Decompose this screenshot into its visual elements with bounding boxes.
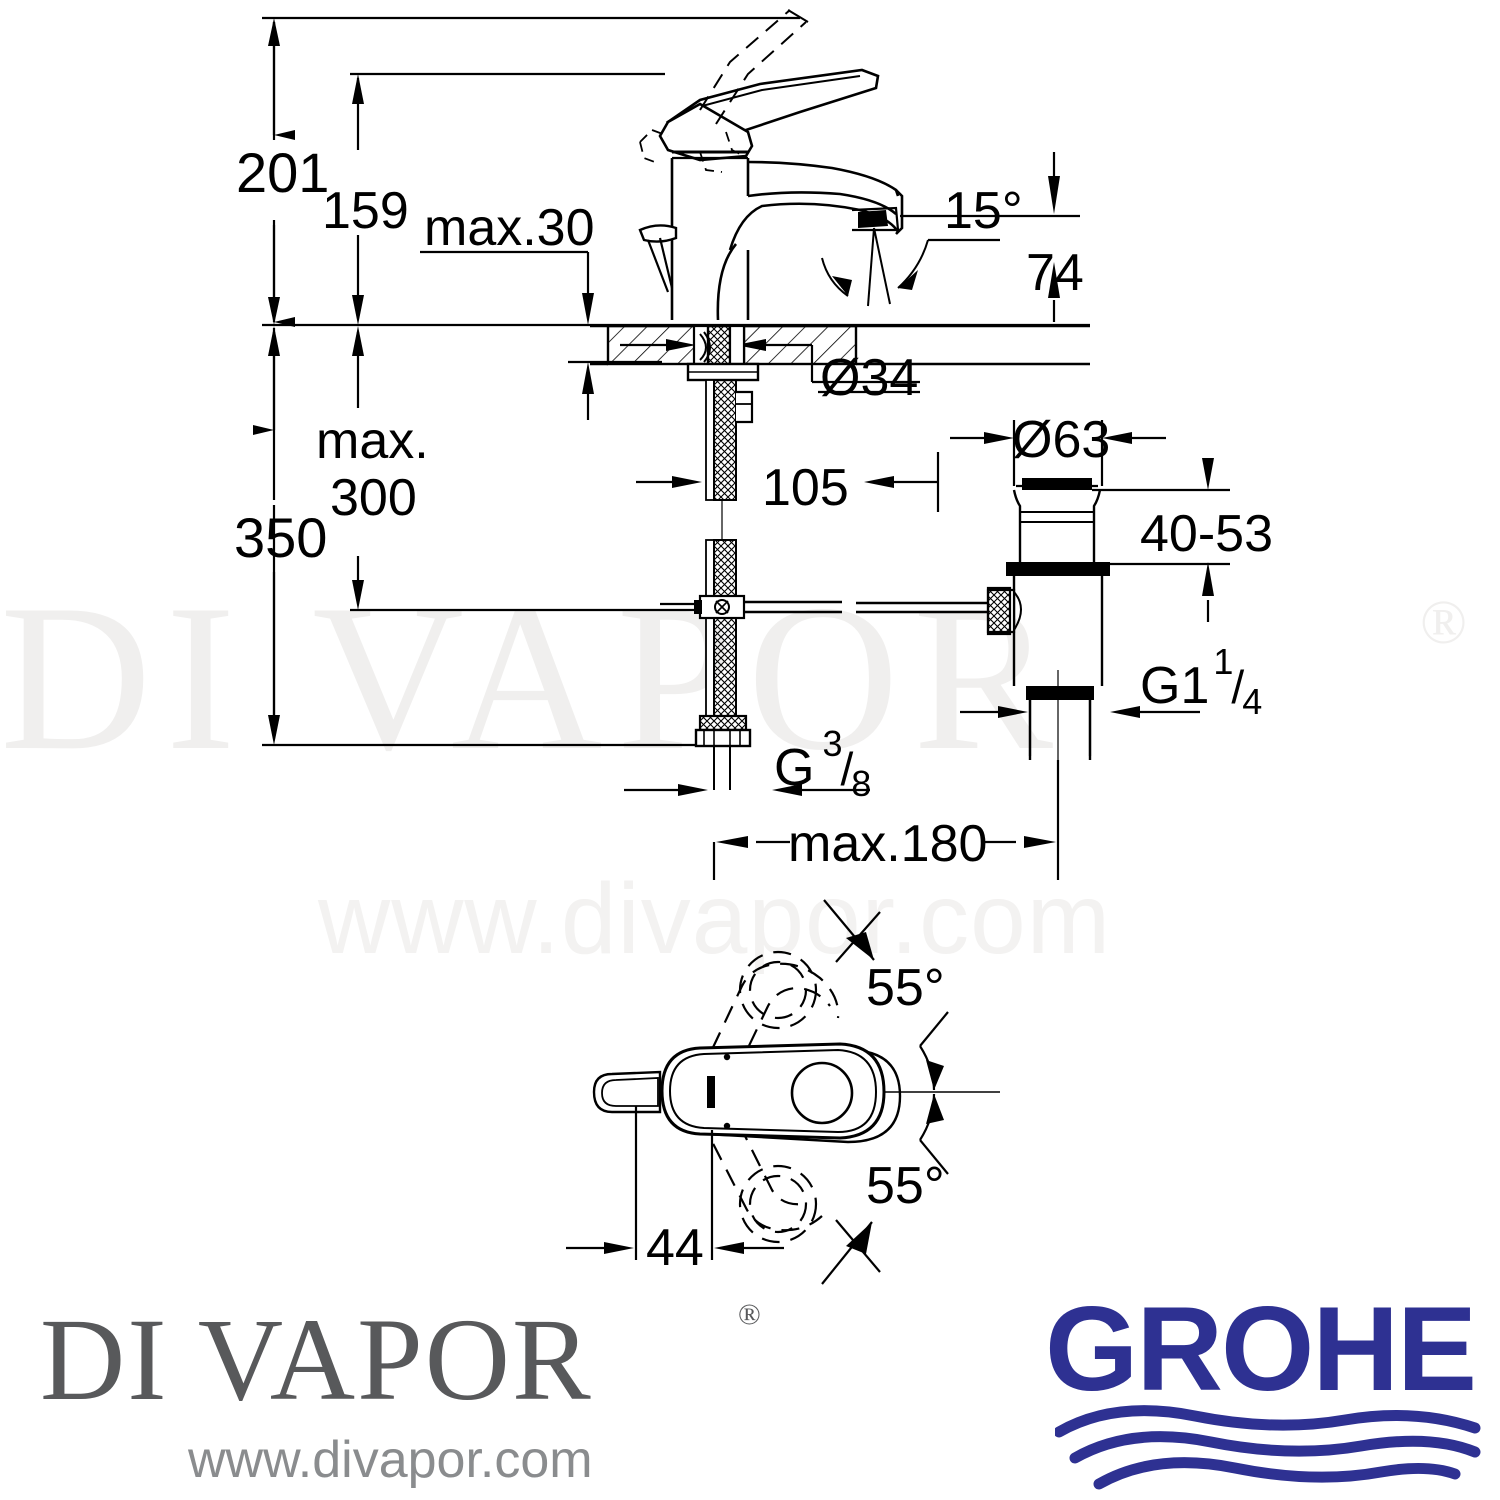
label-g38-numerator: 3 [822,723,843,764]
grohe-wordmark: GROHE [1045,1282,1477,1416]
label-350: 350 [234,506,328,569]
dimension-105 [636,452,940,512]
faucet-shank-and-hose [686,324,760,790]
dimension-max180 [712,760,1060,880]
label-g1-slash: / [1231,661,1245,713]
dimension-max300-lines [350,326,700,612]
label-55-upper: 55° [866,959,945,1017]
dimension-74 [900,152,1080,322]
label-max180: max.180 [788,815,988,873]
dimension-g1-1-4 [960,700,1200,756]
divapor-wordmark: DI VAPOR [40,1294,593,1425]
watermark-brand-text: DI VAPOR [0,562,1068,794]
dimension-d34 [620,339,920,394]
label-55-lower: 55° [866,1157,945,1215]
label-105: 105 [762,459,849,517]
dimension-350-lines [262,326,700,747]
label-g1-denominator: 4 [1242,681,1263,722]
dimension-40-53 [1092,458,1230,622]
label-max: max. [316,412,429,470]
label-d34: Ø34 [820,349,919,407]
label-300: 300 [330,469,417,527]
angle-55-lower [821,1093,949,1285]
label-max30: max.30 [424,199,595,257]
label-g1-prefix: G1 [1140,657,1210,715]
label-40-53: 40-53 [1140,505,1273,563]
dimension-g-3-8 [624,784,870,796]
divapor-registered-icon: ® [738,1298,761,1331]
label-d63: Ø63 [1012,411,1111,469]
faucet-side-view [638,9,904,321]
angle-15-degrees [821,227,1000,307]
dimension-159-lines [350,72,665,325]
angle-55-upper [823,899,949,1091]
label-g38-slash: / [840,743,854,795]
label-44: 44 [646,1219,704,1277]
label-g38-prefix: G [774,739,815,797]
grohe-logo: GROHE [1045,1280,1485,1490]
label-g38-denominator: 8 [851,763,872,804]
label-74: 74 [1026,244,1084,302]
grohe-waves-icon [1055,1405,1481,1490]
dimension-d63 [950,420,1166,486]
label-159: 159 [322,182,409,240]
dimension-201-lines [268,18,280,325]
divapor-url: www.divapor.com [188,1431,593,1489]
label-201: 201 [236,141,330,204]
waste-drain-assembly [986,478,1110,760]
dimension-44 [566,1106,784,1260]
watermark-url-text: www.divapor.com [318,863,1112,975]
label-15-degrees: 15° [944,182,1023,240]
label-g1-numerator: 1 [1213,641,1234,682]
watermark-registered-mark: ® [1420,589,1468,657]
divapor-logo: DI VAPOR ® www.divapor.com [40,1292,780,1492]
popup-waste-linkage [660,600,990,614]
faucet-plan-view [592,950,1000,1244]
